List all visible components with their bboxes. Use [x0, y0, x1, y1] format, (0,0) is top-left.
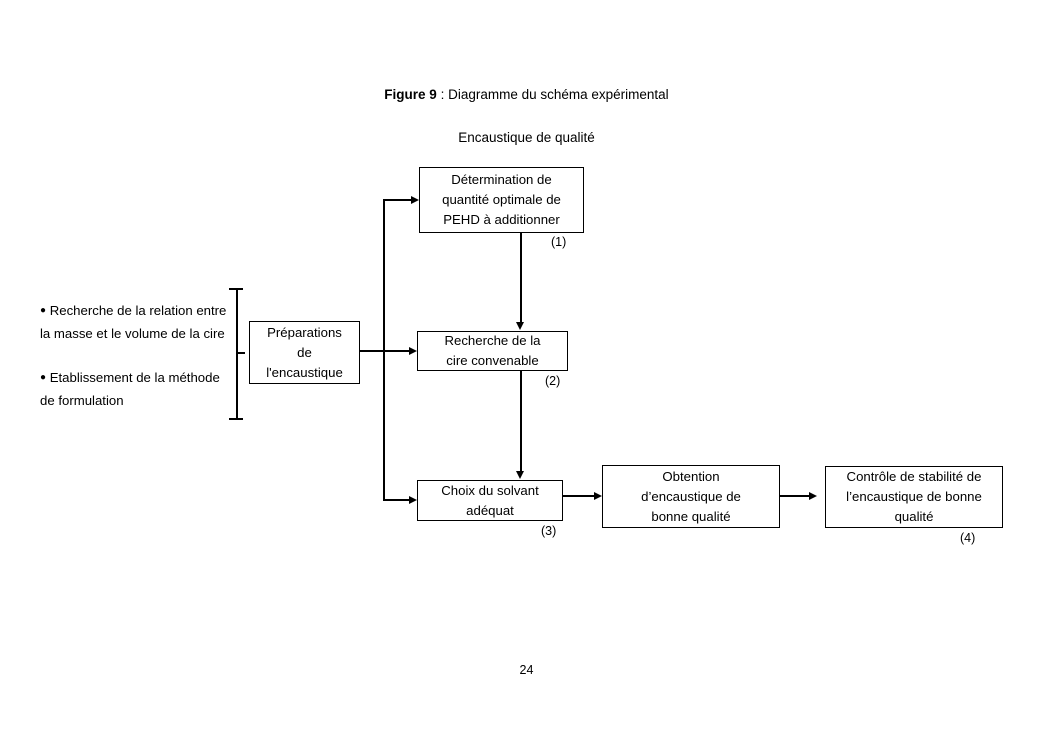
box-preparation-label: Préparations de l'encaustique — [266, 324, 343, 380]
arrowhead-to-result — [594, 491, 602, 500]
box-step4[interactable]: Contrôle de stabilité de l’encaustique d… — [825, 466, 1003, 528]
box-preparation[interactable]: Préparations de l'encaustique — [249, 321, 360, 384]
arrowhead-step2-to-step3 — [516, 471, 525, 479]
diagram-subtitle: Encaustique de qualité — [458, 130, 595, 145]
bullet-icon: ● — [40, 372, 47, 383]
arrowhead-step1-to-step2 — [516, 322, 525, 330]
left-note-item-1: ● Recherche de la relation entre la mass… — [40, 299, 235, 345]
connector-step3-to-result — [563, 495, 594, 497]
arrowhead-to-step3 — [409, 495, 417, 504]
connector-step2-to-step3 — [520, 371, 522, 472]
connector-step1-to-step2 — [520, 233, 522, 323]
left-notes-block: ● Recherche de la relation entre la mass… — [40, 299, 235, 412]
figure-label: Figure 9 — [384, 87, 437, 102]
box-result[interactable]: Obtention d’encaustique de bonne qualité — [602, 465, 780, 528]
arrowhead-to-step4 — [809, 491, 817, 500]
box-step4-label: Contrôle de stabilité de l’encaustique d… — [846, 469, 982, 524]
connector-trunk-to-step3 — [383, 499, 409, 501]
arrowhead-to-step2 — [409, 346, 417, 355]
figure-caption: Figure 9 : Diagramme du schéma expérimen… — [0, 86, 1053, 104]
box-result-label: Obtention d’encaustique de bonne qualité — [641, 468, 741, 524]
connector-trunk-to-step2 — [383, 350, 409, 352]
step3-number: (3) — [541, 524, 557, 538]
grouping-bracket-spine — [236, 288, 238, 420]
grouping-bracket-bottom-tick — [229, 418, 243, 420]
figure-caption-separator: : — [436, 87, 449, 102]
box-step3-label: Choix du solvant adéquat — [441, 482, 539, 518]
left-note-text-1: Recherche de la relation entre la masse … — [40, 303, 227, 341]
bullet-icon: ● — [40, 305, 47, 316]
grouping-bracket-middle-tick — [236, 352, 245, 354]
grouping-bracket-top-tick — [229, 288, 243, 290]
left-note-text-2: Etablissement de la méthode de formulati… — [40, 370, 220, 408]
page-number: 24 — [519, 663, 534, 677]
box-step1-label: Détermination de quantité optimale de PE… — [442, 172, 561, 227]
box-step2-label: Recherche de la cire convenable — [444, 333, 541, 368]
figure-caption-text: Diagramme du schéma expérimental — [448, 87, 669, 102]
left-note-item-2: ● Etablissement de la méthode de formula… — [40, 366, 235, 412]
box-step1[interactable]: Détermination de quantité optimale de PE… — [419, 167, 584, 233]
step2-number: (2) — [545, 374, 561, 388]
connector-trunk-to-step1 — [383, 199, 411, 201]
arrowhead-to-step1 — [411, 195, 419, 204]
box-step3[interactable]: Choix du solvant adéquat — [417, 480, 563, 521]
box-step2[interactable]: Recherche de la cire convenable — [417, 331, 568, 371]
connector-result-to-step4 — [780, 495, 809, 497]
step1-number: (1) — [551, 235, 567, 249]
connector-preparation-to-trunk — [360, 350, 384, 352]
step4-number: (4) — [960, 531, 976, 545]
